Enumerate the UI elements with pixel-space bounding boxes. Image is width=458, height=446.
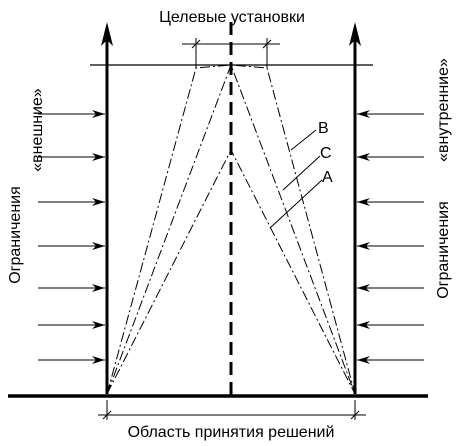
line-a — [106, 148, 356, 395]
bottom-label: Область принятия решений — [128, 424, 335, 441]
line-c — [106, 63, 356, 395]
right-label-quote: «внутренние» — [435, 58, 452, 162]
left-pillar — [101, 22, 113, 394]
left-constraint-arrows — [38, 110, 105, 364]
label-leaders — [269, 129, 323, 229]
right-label-main: Ограничения — [435, 201, 452, 299]
up-arrow-icon — [349, 22, 361, 46]
up-arrow-icon — [101, 22, 113, 46]
left-label-quote: «внешние» — [29, 88, 46, 172]
bottom-dimension — [98, 400, 366, 420]
line-label-a: A — [322, 169, 333, 186]
line-label-b: B — [318, 120, 329, 137]
left-label-main: Ограничения — [7, 186, 24, 284]
line-label-c: C — [320, 145, 332, 162]
right-constraint-arrows — [357, 110, 424, 364]
right-pillar — [349, 22, 361, 394]
diagram-title: Целевые установки — [159, 9, 305, 26]
